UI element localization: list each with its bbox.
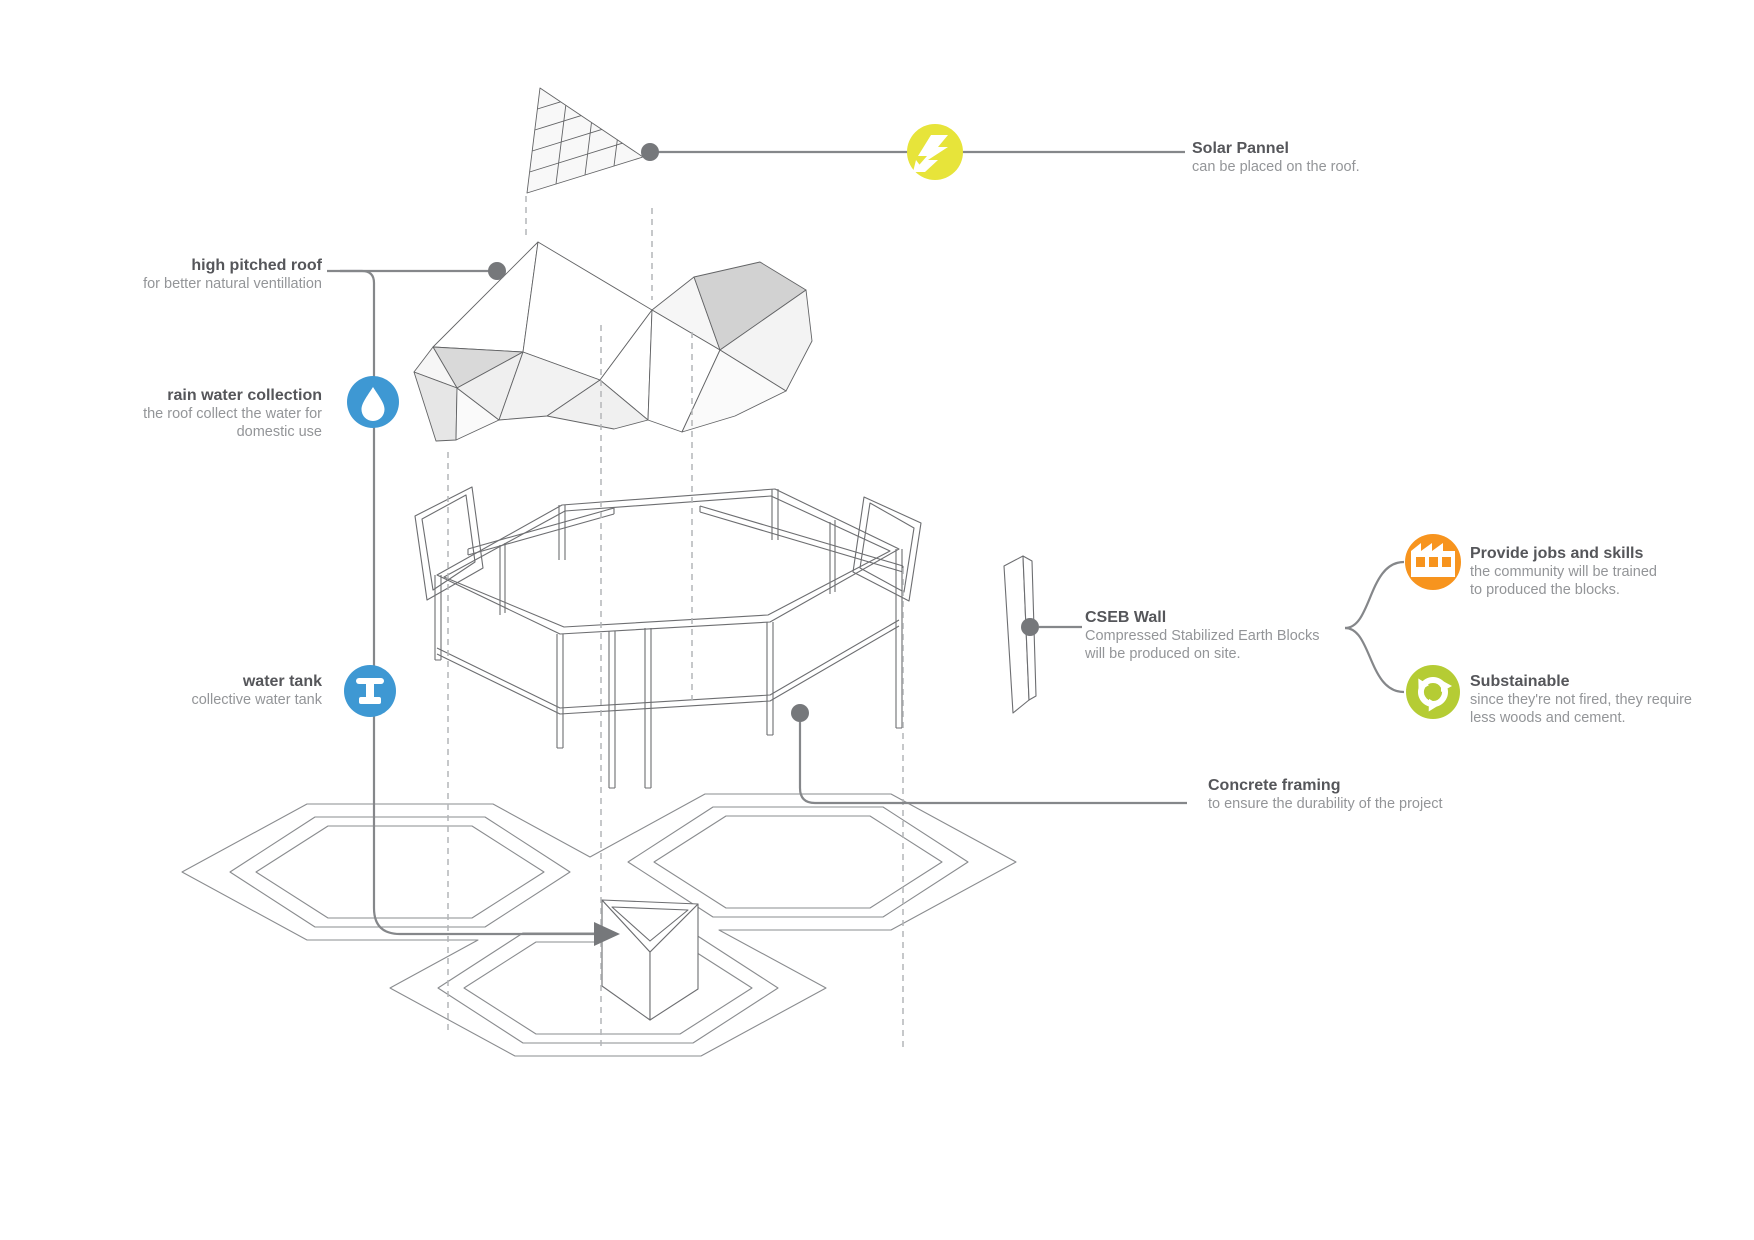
jobs-skills-label: Provide jobs and skills the community wi…: [1470, 544, 1740, 599]
water-tank-label: water tank collective water tank: [42, 672, 322, 709]
solar-panel-title: Solar Pannel: [1192, 140, 1289, 157]
factory-icon: [1405, 534, 1461, 590]
high-pitched-roof-label: high pitched roof for better natural ven…: [42, 256, 322, 293]
cseb-wall-title: CSEB Wall: [1085, 609, 1167, 626]
water-arrow-head: [594, 922, 620, 946]
structure-frame: [414, 486, 922, 789]
concrete-framing-label: Concrete framing to ensure the durabilit…: [1208, 776, 1528, 813]
jobs-skills-title: Provide jobs and skills: [1470, 545, 1644, 562]
rain-water-label: rain water collection the roof collect t…: [42, 386, 322, 441]
lightning-bolt-icon: [907, 124, 963, 180]
water-tank-title: water tank: [242, 673, 322, 690]
solar-panel-shape: [526, 87, 644, 194]
concrete-framing-title: Concrete framing: [1208, 777, 1341, 794]
faucet-icon: [344, 665, 396, 717]
recycle-icon: [1406, 665, 1460, 719]
concrete-dot: [791, 704, 809, 722]
cseb-branch-up: [1344, 560, 1405, 630]
sustainable-desc-1: since they're not fired, they require: [1470, 692, 1692, 708]
jobs-skills-desc-2: to produced the blocks.: [1470, 582, 1620, 598]
rain-water-title: rain water collection: [167, 387, 322, 404]
high-pitched-roof-title: high pitched roof: [191, 257, 322, 274]
cseb-wall-label: CSEB Wall Compressed Stabilized Earth Bl…: [1085, 608, 1385, 663]
sustainable-label: Substainable since they're not fired, th…: [1470, 672, 1740, 727]
jobs-skills-desc-1: the community will be trained: [1470, 564, 1657, 580]
high-pitched-roof-desc: for better natural ventillation: [143, 276, 322, 292]
water-tank-desc: collective water tank: [191, 692, 322, 708]
cseb-wall-desc-1: Compressed Stabilized Earth Blocks: [1085, 628, 1320, 644]
leader-dots: [488, 143, 1039, 946]
solar-dot: [641, 143, 659, 161]
projection-lines: [447, 196, 904, 1050]
concrete-framing-desc: to ensure the durability of the project: [1208, 796, 1443, 812]
roof-dot: [488, 262, 506, 280]
faceted-roof: [413, 241, 813, 442]
water-droplet-icon: [347, 376, 399, 428]
solar-panel-label: Solar Pannel can be placed on the roof.: [1192, 139, 1512, 176]
cseb-branch-down: [1344, 626, 1405, 694]
concrete-leader-line: [798, 722, 1187, 805]
rain-water-desc-1: the roof collect the water for: [143, 406, 322, 422]
sustainable-desc-2: less woods and cement.: [1470, 710, 1626, 726]
water-tank-prism: [601, 899, 699, 1021]
cseb-wall-desc-2: will be produced on site.: [1085, 646, 1241, 662]
sustainable-title: Substainable: [1470, 673, 1570, 690]
solar-panel-desc: can be placed on the roof.: [1192, 159, 1360, 175]
cseb-dot: [1021, 618, 1039, 636]
water-branch-line: [340, 269, 596, 936]
rain-water-desc-2: domestic use: [236, 424, 322, 440]
